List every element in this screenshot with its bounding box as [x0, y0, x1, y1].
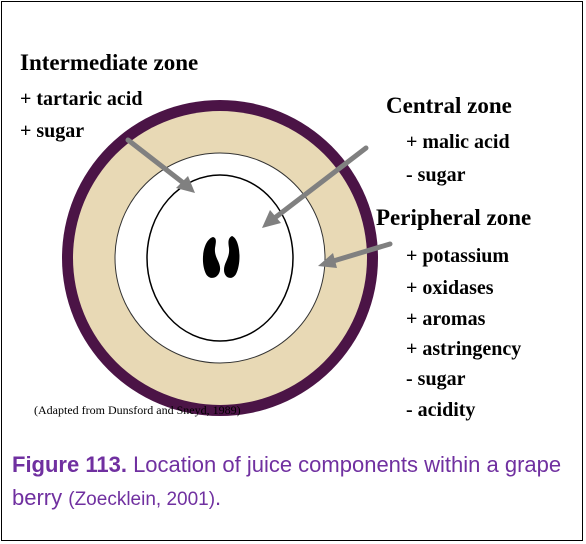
central-zone-region: [147, 175, 293, 341]
central-item: - sugar: [406, 164, 466, 186]
peripheral-item: + astringency: [406, 338, 521, 360]
peripheral-item: + oxidases: [406, 277, 494, 299]
grape-berry-diagram: Intermediate zone + tartaric acid + suga…: [0, 0, 586, 440]
peripheral-zone-title: Peripheral zone: [376, 205, 531, 230]
central-item: + malic acid: [406, 131, 510, 153]
figure-label: Figure 113.: [12, 452, 127, 477]
central-zone-title: Central zone: [386, 93, 512, 118]
peripheral-item: + potassium: [406, 245, 509, 267]
peripheral-item: + aromas: [406, 308, 486, 330]
peripheral-item: - sugar: [406, 368, 466, 390]
figure-caption: Figure 113. Location of juice components…: [12, 448, 572, 516]
caption-end: .: [215, 485, 221, 510]
caption-citation: (Zoecklein, 2001): [68, 489, 215, 510]
intermediate-item: + sugar: [20, 120, 84, 142]
intermediate-item: + tartaric acid: [20, 88, 142, 110]
source-note: (Adapted from Dunsford and Sneyd, 1989): [34, 403, 241, 417]
peripheral-item: - acidity: [406, 399, 475, 421]
intermediate-zone-title: Intermediate zone: [20, 50, 198, 75]
